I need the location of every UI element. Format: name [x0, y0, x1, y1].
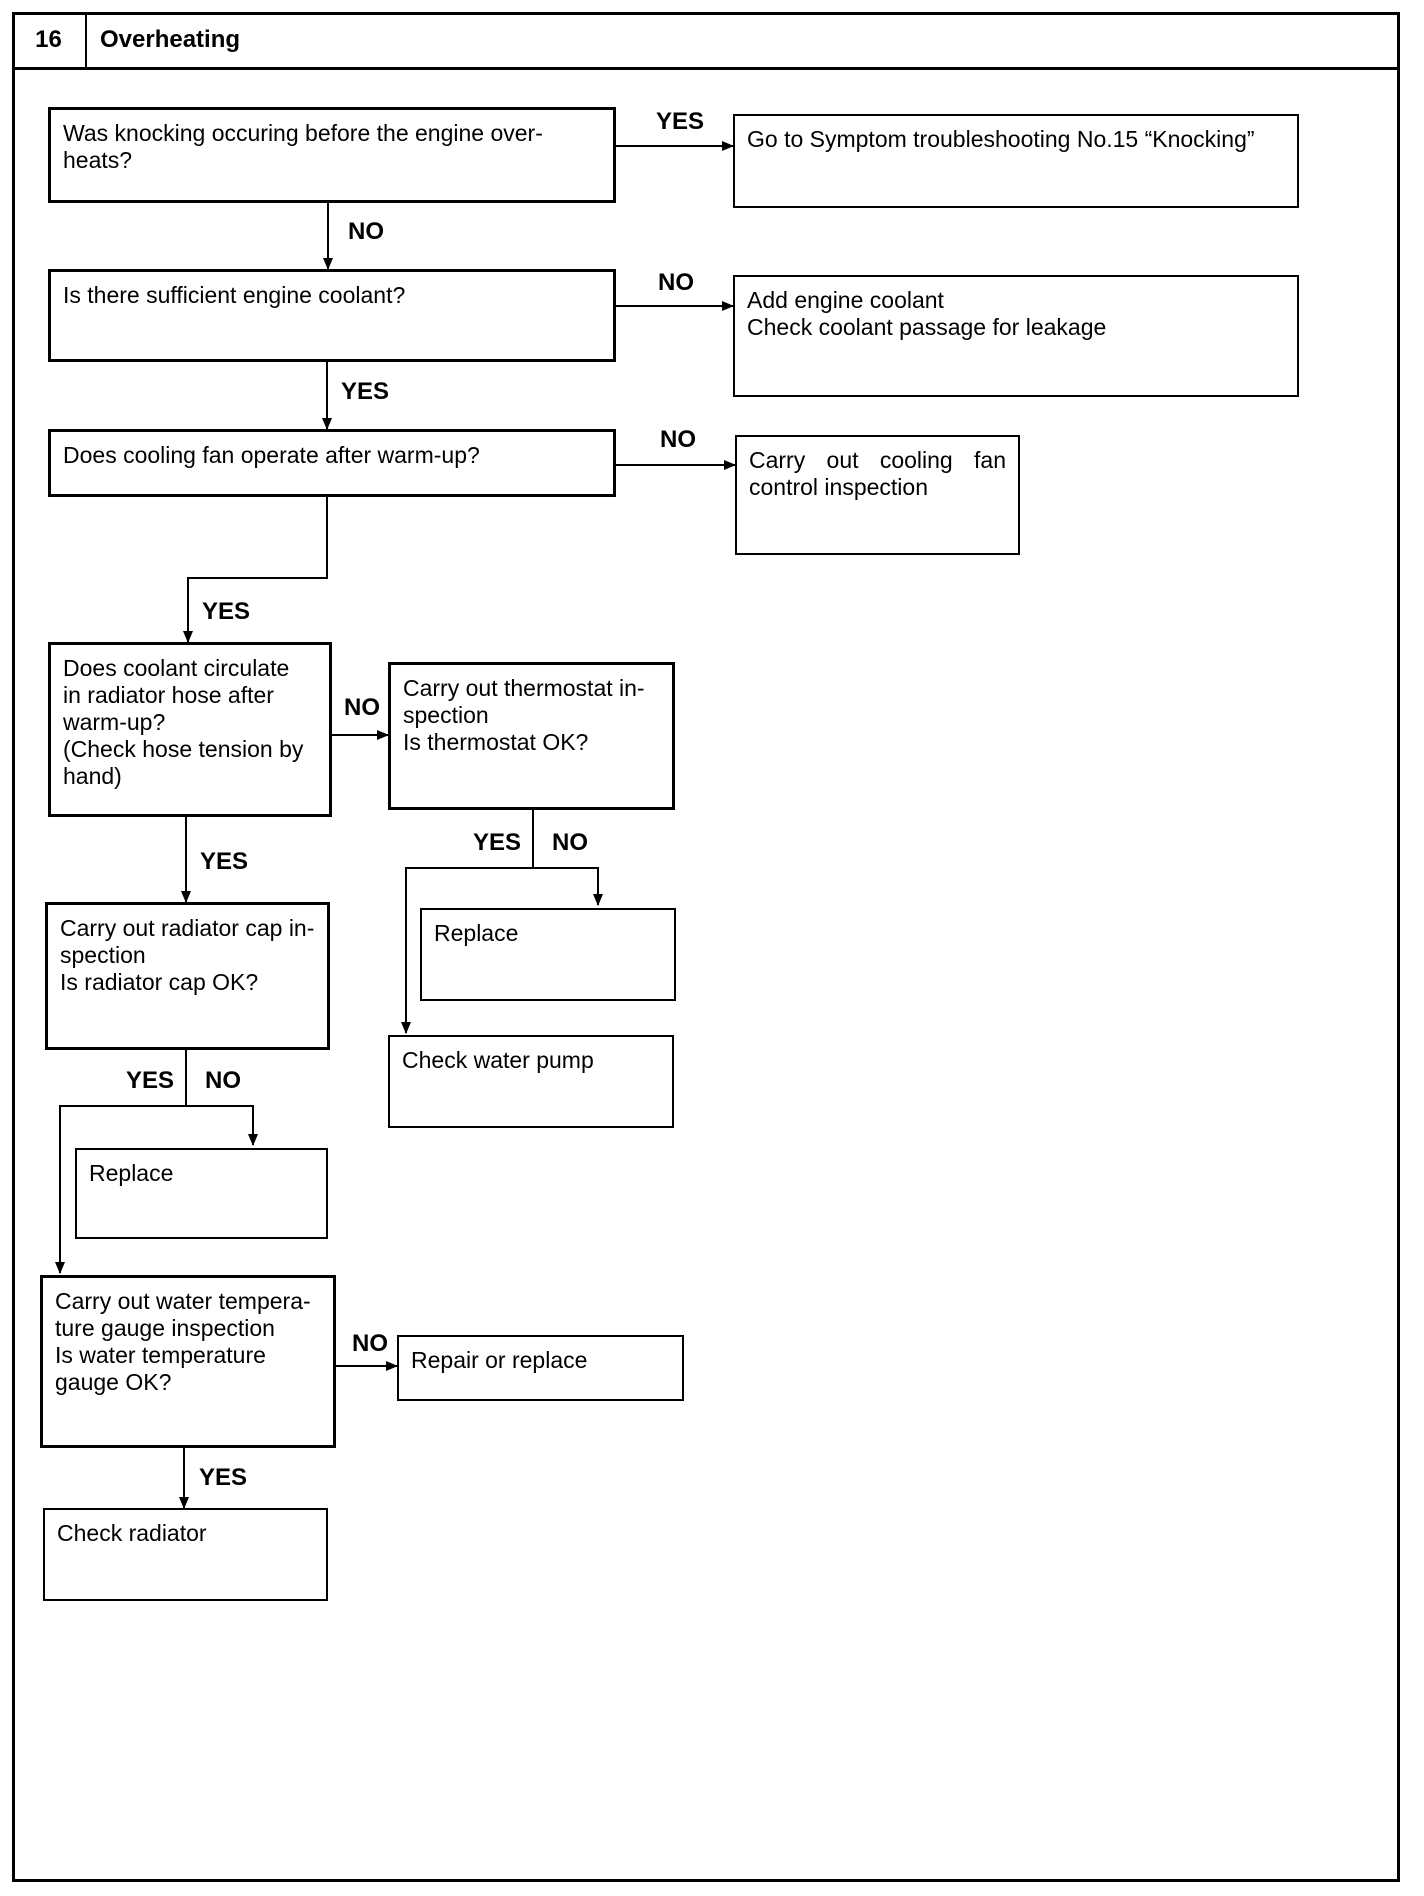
action-check-water-pump: Check water pump: [388, 1035, 674, 1128]
action-symptom-knocking: Go to Symptom troubleshooting No.15 “Kno…: [733, 114, 1299, 208]
label-q1-yes: YES: [656, 108, 705, 135]
label-q2-no: NO: [658, 269, 694, 296]
edge-q6-no: [186, 1105, 258, 1146]
page-frame: [12, 12, 1400, 1882]
label-q7-no: NO: [352, 1330, 388, 1357]
label-q3-yes: YES: [202, 598, 251, 625]
action-cooling-fan-inspection: Carry out cooling fan control inspection: [735, 435, 1020, 555]
action-check-radiator: Check radiator: [43, 1508, 328, 1601]
edge-q5-yes: [401, 867, 533, 1034]
question-water-temp-gauge: Carry out water tempera- ture gauge insp…: [40, 1275, 336, 1448]
action-add-coolant: Add engine coolant Check coolant passage…: [733, 275, 1299, 397]
question-coolant-circulation: Does coolant circulate in radiator hose …: [48, 642, 332, 817]
section-number: 16: [12, 12, 87, 67]
label-q5-yes: YES: [473, 829, 522, 856]
label-q3-no: NO: [660, 426, 696, 453]
label-q4-no: NO: [344, 694, 380, 721]
section-header: 16 Overheating: [12, 12, 1400, 70]
label-q6-no: NO: [205, 1067, 241, 1094]
label-q1-no: NO: [348, 218, 384, 245]
question-cooling-fan: Does cooling fan operate after warm-up?: [48, 429, 616, 497]
question-radiator-cap: Carry out radiator cap in- spection Is r…: [45, 902, 330, 1050]
action-replace-radiator-cap: Replace: [75, 1148, 328, 1239]
question-knocking: Was knocking occuring before the engine …: [48, 107, 616, 203]
label-q5-no: NO: [552, 829, 588, 856]
label-q4-yes: YES: [200, 848, 249, 875]
action-repair-or-replace: Repair or replace: [397, 1335, 684, 1401]
label-q2-yes: YES: [341, 378, 390, 405]
edge-q6-yes: [55, 1105, 186, 1274]
section-title: Overheating: [100, 26, 241, 53]
edge-q5-no: [533, 867, 603, 906]
label-q7-yes: YES: [199, 1464, 248, 1491]
edge-q3-yes: [183, 497, 328, 643]
question-engine-coolant: Is there sufficient engine coolant?: [48, 269, 616, 362]
label-q6-yes: YES: [126, 1067, 175, 1094]
action-replace-thermostat: Replace: [420, 908, 676, 1001]
question-thermostat: Carry out thermostat in- spection Is the…: [388, 662, 675, 810]
